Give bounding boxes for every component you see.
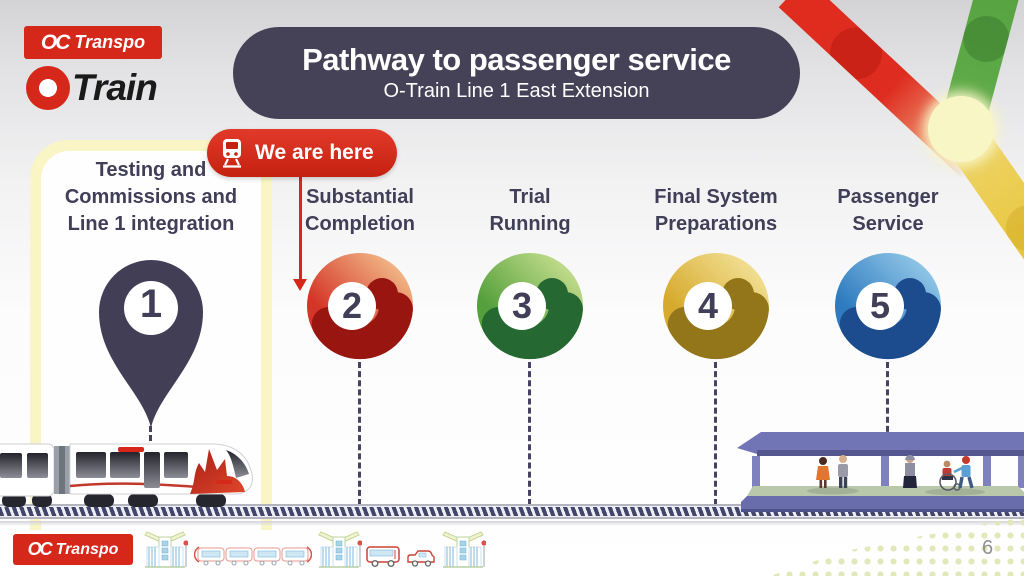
ribbon-dot [819,16,893,91]
oc-logo-mark: OC [40,30,70,54]
donut-icon [477,253,583,360]
stage-3-circle: 3 [476,252,584,360]
stage-5-circle: 5 [834,252,942,360]
oc-transpo-logo: OC Transpo [24,26,162,59]
station-icon [318,531,362,568]
stage-2-label: Substantial Completion [305,186,415,235]
ribbon-junction-circle [928,96,994,162]
station-icon [144,531,188,568]
stage-4-connector [714,362,717,505]
train-front-icon [223,139,241,168]
paratranspo-van-icon [407,550,435,567]
stage-4-circle: 4 [662,252,770,360]
rail-track-shadow [0,521,1024,526]
stage-1-label: Testing and Commissions and Line 1 integ… [64,159,238,235]
we-are-here-arrow [299,176,302,280]
donut-icon [835,253,941,360]
we-are-here-badge: We are here [207,129,397,177]
station-platform-scene [737,432,1024,512]
otrain-logo: Train [26,66,158,110]
o-train-vehicle [0,443,253,507]
station-icon [442,531,486,568]
passengers [816,455,974,491]
page-title: Pathway to passenger service [302,42,731,77]
ribbon-dot [996,196,1024,261]
stage-5-label: Passenger Service [837,186,939,235]
stage-2-connector [358,362,361,505]
lrt-train-icon [194,546,312,566]
oc-logo-text: Transpo [74,32,146,52]
rail-track-hatch [0,507,1024,516]
map-pin-icon [99,260,203,428]
stage-1-number: 1 [139,282,163,326]
stage-5-number: 5 [869,285,891,326]
stage-3-number: 3 [511,285,533,326]
page-subtitle: O-Train Line 1 East Extension [383,80,650,102]
oc-logo-mark: OC [27,539,53,559]
title-banner: Pathway to passenger service O-Train Lin… [233,27,800,119]
stage-3-label: Trial Running [489,186,571,235]
otrain-logo-text: Train [72,67,158,108]
oc-logo-text: Transpo [55,540,119,558]
we-are-here-label: We are here [255,141,374,164]
footer-oc-transpo-logo: OC Transpo [13,534,133,565]
stage-2-circle: 2 [306,252,414,360]
stage-2-number: 2 [341,285,363,326]
stage-1-map-pin [98,240,204,432]
we-are-here-arrowhead [293,279,307,291]
stage-4-label: Final System Preparations [654,186,778,235]
stage-4-number: 4 [697,285,719,326]
ribbon-dot [958,10,1015,68]
page-number: 6 [982,537,994,559]
donut-icon [663,253,769,360]
o-ring-icon [26,66,70,110]
donut-icon [307,253,413,360]
bus-icon [366,546,400,567]
stage-3-connector [528,362,531,505]
